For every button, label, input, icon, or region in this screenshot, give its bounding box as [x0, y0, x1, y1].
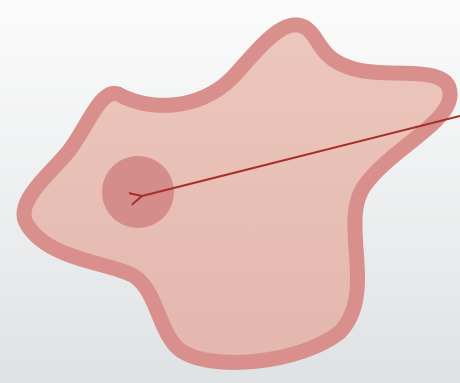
irregular-region: [24, 25, 450, 363]
target-spot: [102, 156, 174, 228]
